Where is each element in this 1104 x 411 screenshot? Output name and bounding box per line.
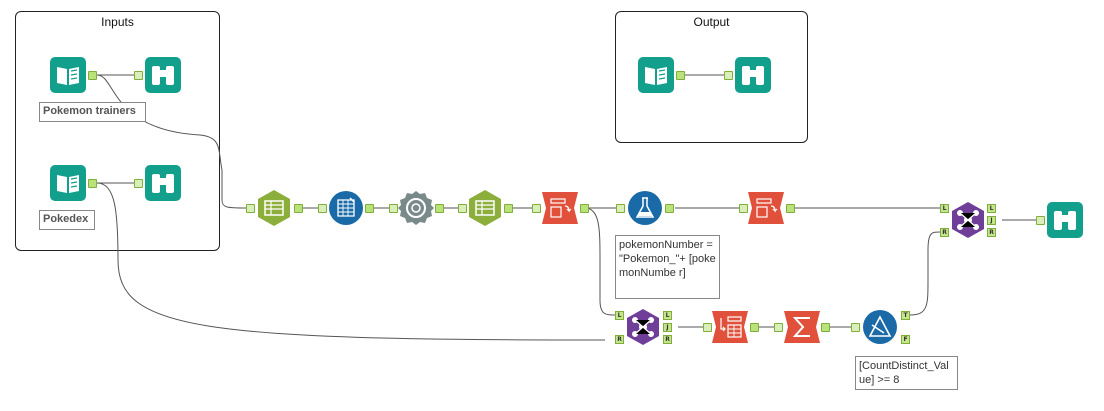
input-anchor[interactable]: [703, 323, 712, 332]
input-anchor[interactable]: [616, 204, 625, 213]
transpose-icon[interactable]: [542, 190, 578, 226]
autofield-icon[interactable]: [328, 190, 364, 226]
join-left-port[interactable]: L: [940, 204, 949, 213]
summarize-icon[interactable]: [784, 309, 820, 345]
input-anchor[interactable]: [739, 204, 748, 213]
join-right-port[interactable]: R: [940, 228, 949, 237]
pokemon-trainers-label: Pokemon trainers: [39, 102, 146, 122]
join-right-output-port[interactable]: R: [987, 228, 996, 237]
book-icon[interactable]: [638, 57, 674, 93]
binoculars-icon[interactable]: [735, 57, 771, 93]
crosstab-icon[interactable]: [712, 309, 748, 345]
output-anchor[interactable]: [88, 71, 97, 80]
join-join-output-port[interactable]: J: [987, 216, 996, 225]
output-anchor[interactable]: [580, 204, 589, 213]
book-icon[interactable]: [50, 57, 86, 93]
input-anchor[interactable]: [246, 204, 255, 213]
output-anchor[interactable]: [365, 204, 374, 213]
wire: [584, 207, 616, 316]
input-anchor[interactable]: [134, 71, 143, 80]
join-icon[interactable]: [625, 309, 661, 345]
output-anchor[interactable]: [821, 323, 830, 332]
output-anchor[interactable]: [88, 179, 97, 188]
select-icon[interactable]: [467, 190, 503, 226]
binoculars-icon[interactable]: [145, 165, 181, 201]
book-icon[interactable]: [50, 165, 86, 201]
join-right-output-port[interactable]: R: [663, 335, 672, 344]
unique-icon[interactable]: [398, 190, 434, 226]
filter-true-port[interactable]: T: [901, 311, 910, 320]
select-icon[interactable]: [256, 190, 292, 226]
input-anchor[interactable]: [318, 204, 327, 213]
join-join-output-port[interactable]: J: [663, 323, 672, 332]
output-anchor[interactable]: [676, 71, 685, 80]
join-left-output-port[interactable]: L: [987, 204, 996, 213]
output-anchor[interactable]: [294, 204, 303, 213]
wire: [96, 74, 247, 209]
input-anchor[interactable]: [724, 71, 733, 80]
filter-annotation: [CountDistinct_Val ue] >= 8: [855, 356, 958, 390]
formula-icon[interactable]: [627, 190, 663, 226]
filter-icon[interactable]: [862, 309, 898, 345]
transpose-icon[interactable]: [748, 190, 784, 226]
input-anchor[interactable]: [458, 204, 467, 213]
input-anchor[interactable]: [851, 323, 860, 332]
filter-false-port[interactable]: F: [901, 335, 910, 344]
output-anchor[interactable]: [665, 204, 674, 213]
output-container-title: Output: [693, 15, 730, 29]
input-anchor[interactable]: [134, 179, 143, 188]
join-left-port[interactable]: L: [615, 311, 624, 320]
inputs-container-title: Inputs: [101, 15, 134, 29]
formula-annotation: pokemonNumber = "Pokemon_"+ [pokemonNumb…: [615, 235, 720, 299]
pokedex-label: Pokedex: [39, 210, 95, 230]
input-anchor[interactable]: [1036, 216, 1045, 225]
output-anchor[interactable]: [750, 323, 759, 332]
output-anchor[interactable]: [786, 204, 795, 213]
output-anchor[interactable]: [435, 204, 444, 213]
join-left-output-port[interactable]: L: [663, 311, 672, 320]
wire: [96, 182, 606, 341]
input-anchor[interactable]: [532, 204, 541, 213]
input-anchor[interactable]: [389, 204, 398, 213]
join-icon[interactable]: [950, 202, 986, 238]
wire: [909, 231, 941, 316]
join-right-port[interactable]: R: [615, 335, 624, 344]
output-anchor[interactable]: [504, 204, 513, 213]
binoculars-icon[interactable]: [145, 57, 181, 93]
binoculars-icon[interactable]: [1047, 202, 1083, 238]
input-anchor[interactable]: [774, 323, 783, 332]
